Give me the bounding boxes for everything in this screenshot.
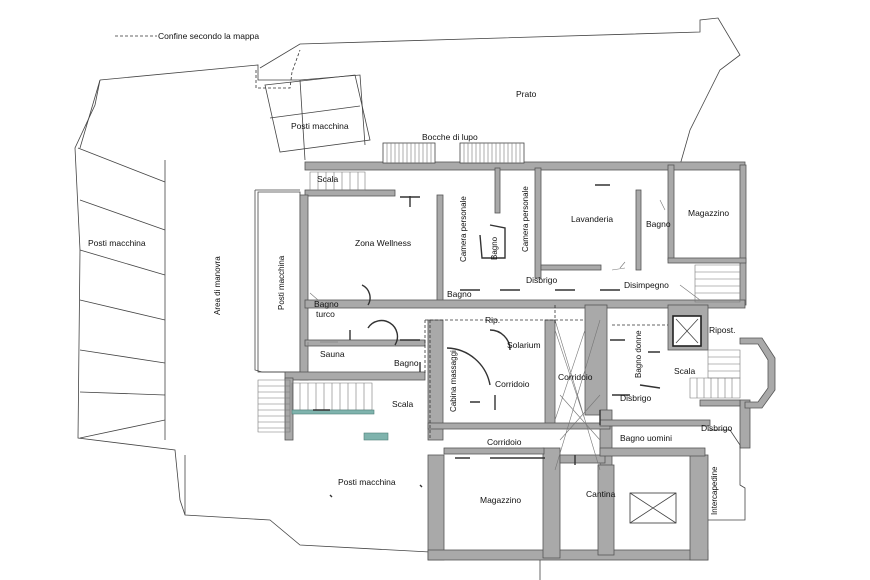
wall-int-5 xyxy=(540,264,602,271)
label-bocche-di-lupo: Bocche di lupo xyxy=(422,132,478,142)
label-posti-macchina-top: Posti macchina xyxy=(291,121,349,131)
legend-label: Confine secondo la mappa xyxy=(158,31,259,41)
label-corridoio-3: Corridoio xyxy=(487,437,522,447)
label-scala-top: Scala xyxy=(317,174,339,184)
lift-box-x xyxy=(675,318,699,344)
wall-int-2 xyxy=(494,167,501,214)
site-boundary-inner xyxy=(99,64,366,161)
wall-left xyxy=(299,194,309,381)
wall-solarium-r xyxy=(544,319,556,426)
label-bagno-turco-1: Bagno xyxy=(314,299,339,309)
label-solarium: Solarium xyxy=(507,340,541,350)
label-posti-macchina-left: Posti macchina xyxy=(88,238,146,248)
label-zona-wellness: Zona Wellness xyxy=(355,238,411,248)
label-bagno-small: Bagno xyxy=(490,236,499,260)
label-camera-personale-1: Camera personale xyxy=(459,196,468,262)
bay-window xyxy=(739,337,776,409)
label-posti-macchina-bottom: Posti macchina xyxy=(338,477,396,487)
teal-strip xyxy=(291,409,375,415)
label-corridoio-1: Corridoio xyxy=(495,379,530,389)
label-bagno-mid: Bagno xyxy=(447,289,472,299)
internal-dashed xyxy=(424,305,668,440)
label-area-di-manovra: Area di manovra xyxy=(213,256,222,315)
label-disbrigo-right: Disbrigo xyxy=(701,423,732,433)
wall-top-left xyxy=(304,189,396,197)
wall-int-3 xyxy=(534,167,542,279)
wall-pillar-1 xyxy=(584,304,608,416)
label-intercapedine: Intercapedine xyxy=(710,466,719,515)
wall-magazzino-left xyxy=(667,164,675,261)
label-corridoio-2: Corridoio xyxy=(558,372,593,382)
small-door-marks xyxy=(313,184,661,498)
label-disbrigo-mid: Disbrigo xyxy=(620,393,651,403)
intercapedine-wall xyxy=(708,429,746,521)
site-boundary xyxy=(74,17,741,553)
door-arcs xyxy=(361,224,511,386)
parking-top-box xyxy=(264,74,371,153)
wall-cantina-top xyxy=(559,454,606,464)
wall-magazzino-top xyxy=(443,447,545,455)
label-bagno-donne: Bagno donne xyxy=(634,330,643,378)
wall-lower-left xyxy=(427,454,445,561)
stairs-scala-right-upper xyxy=(707,349,741,379)
wall-magazzino-r xyxy=(542,447,561,559)
wall-right-mid xyxy=(739,399,751,449)
stairs-scala-main xyxy=(291,382,373,411)
wall-mid-band xyxy=(304,299,746,309)
label-scala-right: Scala xyxy=(674,366,696,376)
wall-int-1 xyxy=(436,194,444,306)
teal-box xyxy=(363,432,389,441)
bocche-lupo-2-hatch xyxy=(463,143,521,163)
wall-uomini xyxy=(599,419,711,427)
wall-int-4 xyxy=(635,189,642,271)
wall-scala-left xyxy=(284,377,294,441)
label-bagno-uomini: Bagno uomini xyxy=(620,433,672,443)
bocche-lupo-1 xyxy=(382,142,436,164)
label-magazzino-bottom: Magazzino xyxy=(480,495,521,505)
label-magazzino-top: Magazzino xyxy=(688,208,729,218)
label-prato: Prato xyxy=(516,89,537,99)
wall-mag-bottom xyxy=(667,257,747,264)
label-sauna: Sauna xyxy=(320,349,345,359)
stairs-right-top xyxy=(679,264,741,303)
wall-mid-left xyxy=(304,339,426,347)
stairs-scala-right xyxy=(689,377,741,399)
wall-disbrigo-r xyxy=(699,399,741,407)
wall-top xyxy=(304,161,746,171)
label-ripost: Ripost. xyxy=(709,325,735,335)
wall-right-top xyxy=(599,447,706,457)
label-bagno-turco-2: turco xyxy=(316,309,335,319)
stairs-scala-top xyxy=(309,171,366,191)
label-cantina: Cantina xyxy=(586,489,616,499)
left-parking-stalls xyxy=(77,79,166,440)
bathroom-fixtures xyxy=(307,199,666,365)
wall-right-block xyxy=(689,454,709,561)
wall-lower-mid xyxy=(427,422,611,430)
label-disimpegno: Disimpegno xyxy=(624,280,669,290)
label-scala-mid: Scala xyxy=(392,399,414,409)
cantina-shaft-x xyxy=(629,492,677,524)
stairs-scala-left xyxy=(257,379,291,433)
wall-right xyxy=(739,164,747,306)
corridor-crosshatch xyxy=(554,319,601,471)
label-rip: Rip. xyxy=(485,315,500,325)
label-disbrigo-top: Disbrigo xyxy=(526,275,557,285)
wall-scala-band xyxy=(284,371,426,381)
label-bagno-lav: Bagno xyxy=(646,219,671,229)
label-cabina-massaggi: Cabina massaggi xyxy=(449,350,458,412)
wall-lower-bottom xyxy=(427,549,709,561)
label-posti-macchina-vertical: Posti macchina xyxy=(277,255,286,310)
label-bagno-sauna: Bagno xyxy=(394,358,419,368)
bocche-lupo-1-hatch xyxy=(386,143,432,163)
label-camera-personale-2: Camera personale xyxy=(521,186,530,252)
parking-top-dashed xyxy=(255,49,301,89)
manovra-edge xyxy=(184,189,300,515)
label-lavanderia: Lavanderia xyxy=(571,214,613,224)
wall-cantina-r xyxy=(597,464,615,556)
